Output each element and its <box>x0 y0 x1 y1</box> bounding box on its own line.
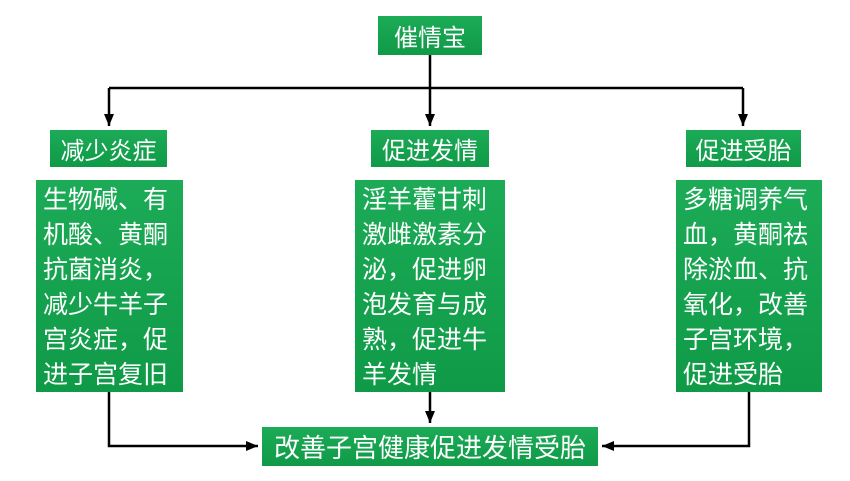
branch-1-title: 减少炎症 <box>60 137 157 165</box>
root-label: 催情宝 <box>394 24 466 52</box>
branch-2-title-box: 促进发情 <box>371 130 489 167</box>
result-node: 改善子宫健康促进发情受胎 <box>262 427 598 466</box>
branch-2-title: 促进发情 <box>382 137 478 165</box>
result-label: 改善子宫健康促进发情受胎 <box>273 434 586 464</box>
branch-1-detail-box: 生物碱、有 机酸、黄酮 抗菌消炎， 减少牛羊子 宫炎症，促 进子宫复旧 <box>36 180 183 392</box>
branch-3-title-box: 促进受胎 <box>686 130 801 167</box>
branch-3-detail-box: 多糖调养气 血，黄酮祛 除淤血、抗 氧化，改善 子宫环境， 促进受胎 <box>676 180 822 392</box>
branch-3-title: 促进受胎 <box>695 137 792 165</box>
branch-1-title-box: 减少炎症 <box>50 130 167 167</box>
arrow-branch-3-to-result <box>602 392 751 451</box>
arrow-branch-1-to-result <box>107 392 258 451</box>
branch-2-detail-box: 淫羊藿甘刺 激雌激素分 泌，促进卵 泡发育与成 熟，促进牛 羊发情 <box>355 180 505 392</box>
root-node: 催情宝 <box>378 16 482 55</box>
